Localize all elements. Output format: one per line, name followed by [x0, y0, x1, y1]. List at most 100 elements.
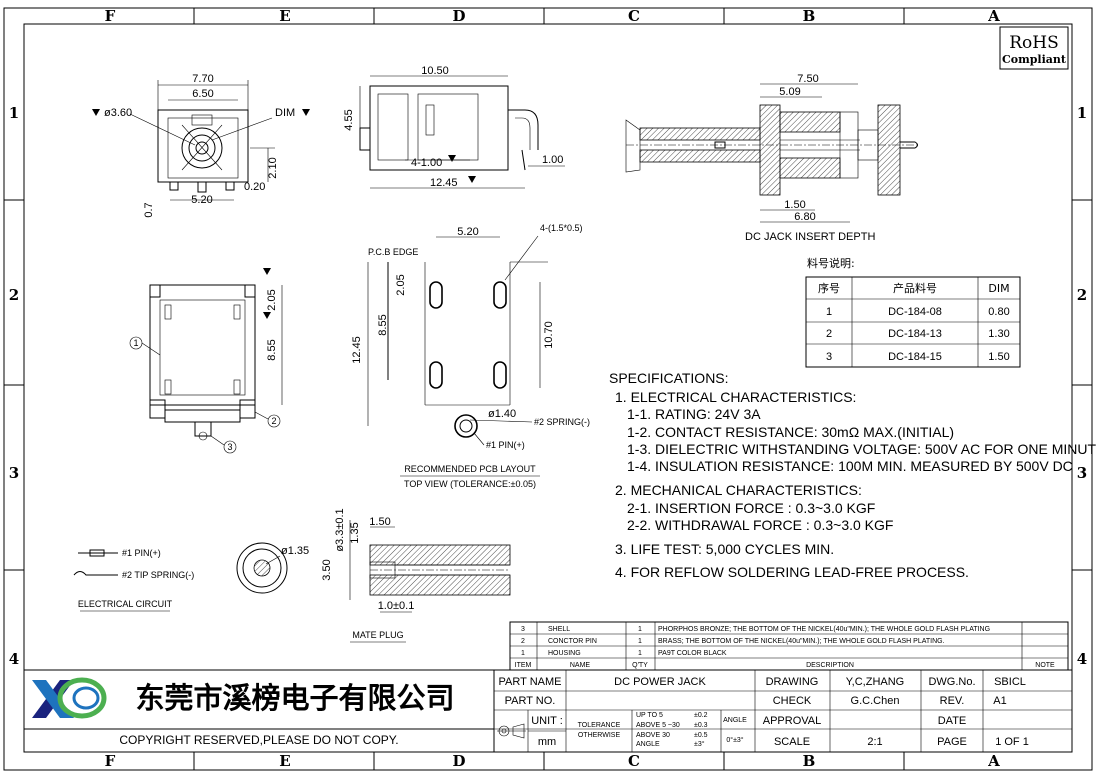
- tol-line-1: ABOVE 5 ~30: [636, 722, 680, 729]
- bom-h-item: ITEM: [515, 662, 532, 669]
- section-dim-3: 1.50: [784, 199, 805, 211]
- zone-col-d: D: [452, 7, 465, 25]
- bom-h-note: NOTE: [1035, 662, 1055, 669]
- part-table-r2-c0: 3: [826, 351, 832, 363]
- bom-r1-qty: 1: [638, 638, 642, 645]
- zone-col-b-bottom: B: [803, 752, 816, 770]
- pcb-layout: P.C.B EDGE 5.20 4-(1.5*0.5) 2.05 8.55 12…: [351, 223, 590, 489]
- section-caption: DC JACK INSERT DEPTH: [745, 231, 875, 243]
- pcb-title: RECOMMENDED PCB LAYOUT: [404, 464, 536, 474]
- zone-col-e-bottom: E: [279, 752, 290, 770]
- plug-end-view: ø1.35: [236, 542, 309, 594]
- zone-row-2: 2: [9, 286, 19, 304]
- company-logo: [32, 677, 107, 719]
- pcb-spring: #2 SPRING(-): [534, 417, 590, 427]
- label-drawing: DRAWING: [766, 676, 819, 688]
- pcb-dim-hole: ø1.40: [488, 408, 516, 420]
- spec-line-5: 2. MECHANICAL CHARACTERISTICS:: [615, 482, 862, 498]
- copyright-notice: COPYRIGHT RESERVED,PLEASE DO NOT COPY.: [119, 733, 398, 747]
- zone-row-3: 3: [9, 464, 19, 482]
- section-dim-1: 7.50: [797, 73, 818, 85]
- bom-r2-name: HOUSING: [548, 650, 581, 657]
- zone-col-f-bottom: F: [105, 752, 116, 770]
- spec-line-0: 1. ELECTRICAL CHARACTERISTICS:: [615, 389, 856, 405]
- zone-col-b: B: [803, 7, 816, 25]
- zone-row-1: 1: [9, 104, 19, 122]
- dim-marker-icon: [468, 176, 476, 183]
- part-table-r0-c1: DC-184-08: [888, 306, 942, 318]
- front-dim-spacing: 5.20: [191, 194, 212, 206]
- tol-value-2: ±0.5: [694, 732, 708, 739]
- circuit-pin2: #2 TIP SPRING(-): [122, 570, 194, 580]
- zone-col-a-bottom: A: [987, 752, 1000, 770]
- label-angle: ANGLE: [723, 717, 747, 724]
- label-scale: SCALE: [774, 736, 810, 748]
- zone-row-4: 4: [9, 650, 19, 668]
- spec-line-6: 2-1. INSERTION FORCE : 0.3~3.0 KGF: [627, 500, 875, 516]
- section-marker-icon: [92, 109, 100, 116]
- unit-value: mm: [538, 736, 556, 748]
- tol-value-1: ±0.3: [694, 722, 708, 729]
- section-view: 7.50 5.09 1.50 6.80 DC JACK INSERT DEPTH: [625, 73, 920, 243]
- angle-value: 0°±3°: [726, 736, 743, 744]
- part-table-r1-c1: DC-184-13: [888, 328, 942, 340]
- pcb-edge-label: P.C.B EDGE: [368, 247, 418, 257]
- zone-col-d-bottom: D: [452, 752, 465, 770]
- part-table-r1-c0: 2: [826, 328, 832, 340]
- tol-line-3: ANGLE: [636, 741, 660, 748]
- label-tolerance: TOLERANCE: [578, 722, 621, 729]
- zone-row-4-right: 4: [1077, 650, 1087, 668]
- bottom-dim-1: 2.05: [266, 289, 278, 310]
- bom-r1-name: CONCTOR PIN: [548, 638, 597, 645]
- page-value: 1 OF 1: [995, 736, 1029, 748]
- label-date: DATE: [938, 715, 967, 727]
- rohs-badge: RoHS Compliant: [999, 26, 1069, 70]
- part-name: DC POWER JACK: [614, 676, 706, 688]
- front-dim-inner: 6.50: [192, 88, 213, 100]
- callout-3-icon: [223, 440, 237, 454]
- circuit-title: ELECTRICAL CIRCUIT: [78, 599, 173, 609]
- pcb-dim-v2: 12.45: [351, 336, 363, 364]
- front-dim-hole: ø3.60: [104, 107, 132, 119]
- label-check: CHECK: [773, 695, 812, 707]
- bom-r1-desc: BRASS; THE BOTTOM OF THE NICKEL(40u"MIN.…: [658, 638, 945, 645]
- callout-2-icon: [267, 414, 281, 428]
- callout-3: 3: [227, 442, 232, 452]
- bom-r1-item: 2: [521, 638, 525, 645]
- spec-line-2: 1-2. CONTACT RESISTANCE: 30mΩ MAX.(INITI…: [627, 424, 954, 440]
- projection-symbol-icon: [497, 723, 526, 739]
- spec-line-4: 1-4. INSULATION RESISTANCE: 100M MIN. ME…: [627, 458, 1073, 474]
- bom-r0-qty: 1: [638, 626, 642, 633]
- part-table-r0-c2: 0.80: [988, 306, 1009, 318]
- label-otherwise: OTHERWISE: [578, 732, 621, 739]
- part-table: 料号说明: 序号 产品料号 DIM 1 DC-184-08 0.80 2 DC-…: [805, 256, 1021, 368]
- mate-plug: ø3.3±0.1 1.35 1.50 3.50 1.0±0.1 MATE PLU…: [321, 508, 511, 643]
- bom-r0-item: 3: [521, 626, 525, 633]
- side-view: 10.50 4.55 4-1.00 1.00 12.45: [343, 65, 565, 189]
- drawing-by: Y,C,ZHANG: [846, 676, 904, 688]
- spec-line-3: 1-3. DIELECTRIC WITHSTANDING VOLTAGE: 50…: [627, 441, 1096, 457]
- side-dim-length: 10.50: [421, 65, 449, 77]
- circuit-pin1: #1 PIN(+): [122, 548, 161, 558]
- zone-col-a: A: [987, 7, 1000, 25]
- bom-h-desc: DESCRIPTION: [806, 662, 854, 669]
- tol-line-2: ABOVE 30: [636, 732, 670, 739]
- label-approval: APPROVAL: [763, 715, 822, 727]
- label-dwg-no: DWG.No.: [928, 676, 975, 688]
- pcb-dim-edge: 2.05: [395, 274, 407, 295]
- pcb-dim-v3: 10.70: [543, 321, 555, 349]
- front-dim-pinw: 0.20: [244, 181, 265, 193]
- bom-r2-item: 1: [521, 650, 525, 657]
- tol-line-0: UP TO 5: [636, 712, 663, 719]
- side-dim-lead: 1.00: [542, 154, 563, 166]
- part-table-h0: 序号: [818, 281, 840, 295]
- checked-by: G.C.Chen: [851, 695, 900, 707]
- side-dim-height: 4.55: [343, 109, 355, 130]
- side-dim-pins: 4-1.00: [411, 157, 442, 169]
- part-table-r1-c2: 1.30: [988, 328, 1009, 340]
- pcb-pin1: #1 PIN(+): [486, 440, 525, 450]
- bom-r2-qty: 1: [638, 650, 642, 657]
- bottom-dim-2: 8.55: [266, 339, 278, 360]
- zone-row-2-right: 2: [1077, 286, 1087, 304]
